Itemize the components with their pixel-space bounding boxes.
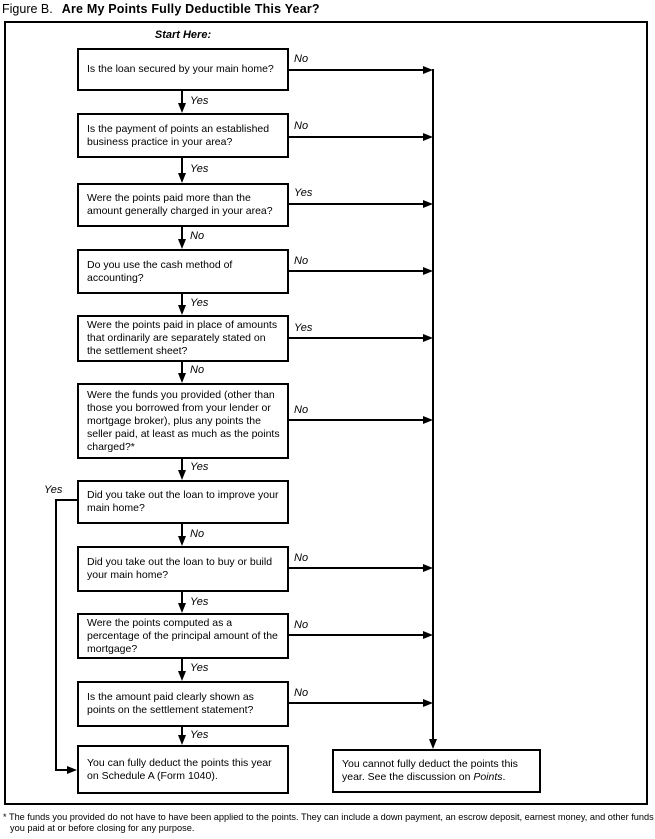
label-q10-down: Yes: [190, 729, 209, 741]
label-q9-no: No: [294, 619, 309, 631]
label-q1-no: No: [294, 53, 309, 65]
question-box-8: Did you take out the loan to buy or buil…: [77, 546, 289, 592]
label-q4-down: Yes: [190, 297, 209, 309]
label-q5-yes: Yes: [294, 322, 313, 334]
label-q7-down: No: [190, 528, 205, 540]
label-q8-down: Yes: [190, 596, 209, 608]
points-term: Points: [473, 771, 503, 783]
label-q6-down: Yes: [190, 461, 209, 473]
arrow-q7-yes-left: [55, 499, 77, 774]
label-q4-no: No: [294, 255, 309, 267]
label-q8-no: No: [294, 552, 309, 564]
footnote: * The funds you provided do not have to …: [3, 812, 654, 833]
question-text: Did you take out the loan to buy or buil…: [87, 556, 273, 581]
figure-title: Figure B. Are My Points Fully Deductible …: [2, 2, 320, 16]
result-box-deductible: You can fully deduct the points this yea…: [77, 745, 289, 794]
label-q3-down: No: [190, 230, 205, 242]
label-q9-down: Yes: [190, 662, 209, 674]
question-box-4: Do you use the cash method of accounting…: [77, 249, 289, 294]
label-q10-no: No: [294, 687, 309, 699]
label-q3-yes: Yes: [294, 187, 313, 199]
question-box-6: Were the funds you provided (other than …: [77, 383, 289, 459]
question-box-7: Did you take out the loan to improve you…: [77, 480, 289, 524]
figure-label: Figure B.: [2, 2, 53, 16]
label-q2-down: Yes: [190, 163, 209, 175]
result-box-not-deductible: You cannot fully deduct the points this …: [332, 749, 541, 793]
question-text: Were the funds you provided (other than …: [87, 388, 280, 453]
question-text: Is the amount paid clearly shown as poin…: [87, 691, 254, 716]
question-box-5: Were the points paid in place of amounts…: [77, 315, 289, 362]
figure-title-text: Are My Points Fully Deductible This Year…: [61, 2, 320, 16]
label-q5-down: No: [190, 364, 205, 376]
question-box-2: Is the payment of points an established …: [77, 113, 289, 158]
question-text: Did you take out the loan to improve you…: [87, 489, 279, 514]
question-text: Do you use the cash method of accounting…: [87, 258, 233, 284]
result-text: You cannot fully deduct the points this …: [342, 758, 518, 783]
label-q1-down: Yes: [190, 95, 209, 107]
question-text: Is the loan secured by your main home?: [87, 63, 274, 75]
label-q7-yes-left: Yes: [44, 484, 63, 496]
question-box-1: Is the loan secured by your main home?: [77, 48, 289, 91]
question-text: Were the points paid more than the amoun…: [87, 192, 273, 217]
start-here-label: Start Here:: [154, 29, 212, 41]
label-q2-no: No: [294, 120, 309, 132]
label-q6-no: No: [294, 404, 309, 416]
question-box-9: Were the points computed as a percentage…: [77, 613, 289, 659]
question-box-10: Is the amount paid clearly shown as poin…: [77, 681, 289, 727]
question-text: Were the points paid in place of amounts…: [87, 319, 278, 357]
question-text: Is the payment of points an established …: [87, 122, 270, 148]
question-box-3: Were the points paid more than the amoun…: [77, 183, 289, 227]
result-text: You can fully deduct the points this yea…: [87, 756, 272, 782]
question-text: Were the points computed as a percentage…: [87, 616, 278, 655]
